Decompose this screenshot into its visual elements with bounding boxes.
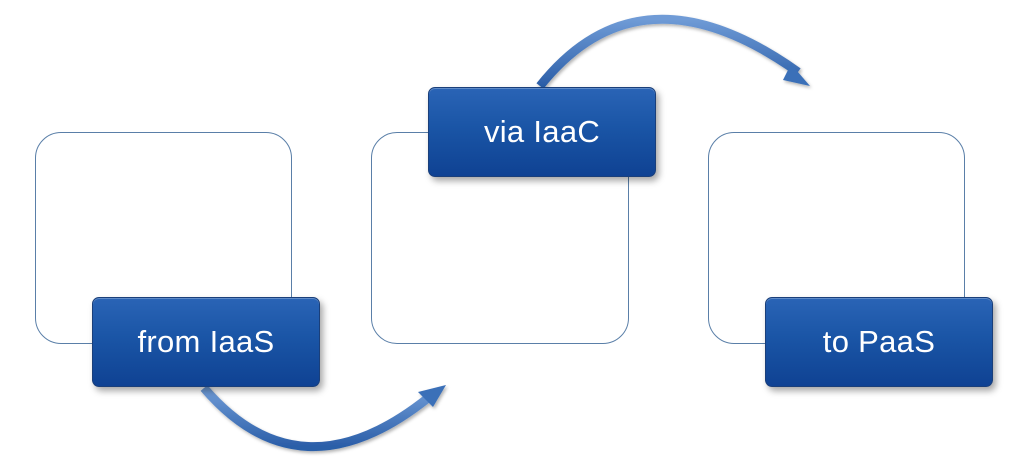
arrow-head: [783, 64, 810, 86]
arrow-via-to-to: [536, 14, 810, 89]
step-label-via: via IaaC: [428, 87, 656, 177]
step-label-to: to PaaS: [765, 297, 993, 387]
step-label-from-text: from IaaS: [137, 324, 275, 359]
arrow-head: [418, 385, 446, 407]
step-label-via-text: via IaaC: [483, 114, 601, 149]
arrow-from-to-via: [200, 385, 446, 452]
step-label-to-text: to PaaS: [822, 324, 936, 359]
arrow-curve: [200, 385, 431, 452]
step-label-from: from IaaS: [92, 297, 320, 387]
arrow-curve: [536, 14, 801, 89]
